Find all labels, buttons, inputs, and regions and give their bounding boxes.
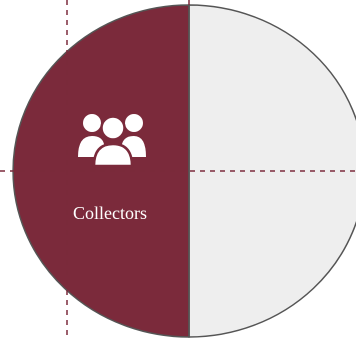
users-group-icon — [78, 114, 146, 168]
segment-label: Collectors — [73, 203, 147, 223]
